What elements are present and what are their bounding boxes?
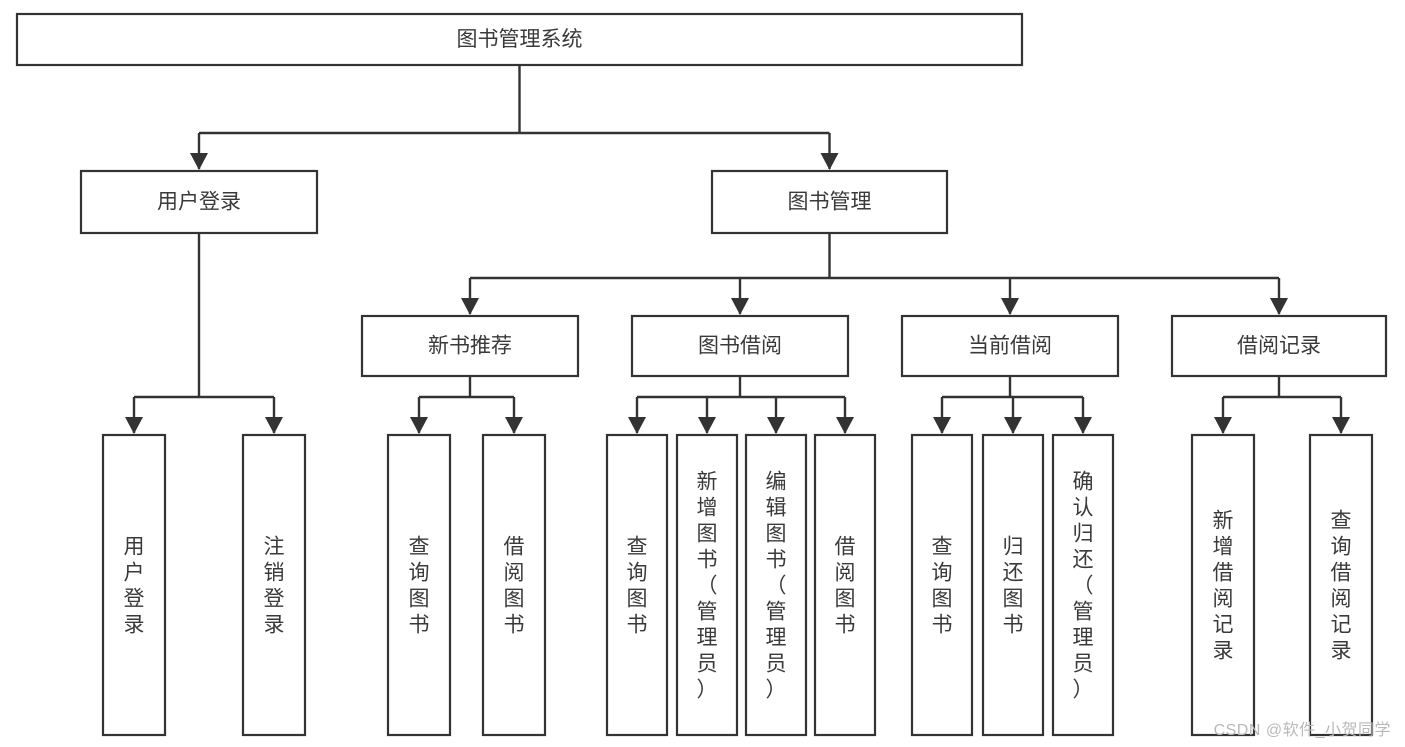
node-label-leaf-query-book-3: 查询图书 <box>932 535 953 636</box>
node-label-leaf-user-login: 用户登录 <box>124 535 145 636</box>
node-box-borrow-record <box>1170 314 1388 378</box>
node-leaf-add-book[interactable]: 新增图书（管理员） <box>675 433 739 737</box>
node-leaf-query-record[interactable]: 查询借阅记录 <box>1308 433 1374 737</box>
node-box-book-manage <box>710 169 949 235</box>
node-book-borrow[interactable]: 图书借阅 <box>630 314 850 378</box>
connector-layer <box>125 65 1350 434</box>
node-box-book-borrow <box>630 314 850 378</box>
node-box-leaf-logout <box>241 433 307 737</box>
node-label-book-manage: 图书管理 <box>788 191 872 214</box>
node-label-user-login: 用户登录 <box>157 191 241 214</box>
node-label-book-borrow: 图书借阅 <box>698 335 782 358</box>
node-box-leaf-add-record <box>1190 433 1256 737</box>
node-label-leaf-query-record: 查询借阅记录 <box>1331 509 1352 662</box>
node-label-current-borrow: 当前借阅 <box>968 335 1052 358</box>
node-label-leaf-borrow-book-1: 借阅图书 <box>504 535 525 636</box>
node-box-leaf-confirm-return <box>1051 433 1115 737</box>
node-layer: 图书管理系统用户登录图书管理新书推荐图书借阅当前借阅借阅记录用户登录注销登录查询… <box>15 12 1388 737</box>
node-leaf-edit-book[interactable]: 编辑图书（管理员） <box>744 433 808 737</box>
node-new-book-rec[interactable]: 新书推荐 <box>360 314 580 378</box>
node-label-leaf-query-book-1: 查询图书 <box>409 535 430 636</box>
node-label-leaf-query-book-2: 查询图书 <box>627 535 648 636</box>
node-box-leaf-query-book-2 <box>605 433 669 737</box>
node-leaf-return-book[interactable]: 归还图书 <box>981 433 1045 737</box>
node-label-leaf-edit-book: 编辑图书（管理员） <box>766 470 787 701</box>
node-box-leaf-add-book <box>675 433 739 737</box>
node-label-leaf-add-book: 新增图书（管理员） <box>697 470 718 701</box>
watermark-label: CSDN @软件_小贺同学 <box>1213 722 1391 739</box>
node-borrow-record[interactable]: 借阅记录 <box>1170 314 1388 378</box>
node-label-root: 图书管理系统 <box>457 28 583 51</box>
node-box-current-borrow <box>900 314 1120 378</box>
node-user-login[interactable]: 用户登录 <box>79 169 319 235</box>
node-box-root <box>15 12 1024 67</box>
node-leaf-query-book-3[interactable]: 查询图书 <box>910 433 974 737</box>
node-box-new-book-rec <box>360 314 580 378</box>
node-label-leaf-logout: 注销登录 <box>264 535 285 636</box>
node-leaf-query-book-1[interactable]: 查询图书 <box>386 433 452 737</box>
node-leaf-add-record[interactable]: 新增借阅记录 <box>1190 433 1256 737</box>
node-box-user-login <box>79 169 319 235</box>
node-leaf-borrow-book-1[interactable]: 借阅图书 <box>481 433 547 737</box>
node-label-new-book-rec: 新书推荐 <box>428 335 512 358</box>
node-leaf-borrow-book-2[interactable]: 借阅图书 <box>813 433 877 737</box>
node-label-leaf-borrow-book-2: 借阅图书 <box>835 535 856 636</box>
node-label-leaf-return-book: 归还图书 <box>1003 535 1024 636</box>
node-root[interactable]: 图书管理系统 <box>15 12 1024 67</box>
node-box-leaf-user-login <box>101 433 167 737</box>
node-current-borrow[interactable]: 当前借阅 <box>900 314 1120 378</box>
node-leaf-confirm-return[interactable]: 确认归还（管理员） <box>1051 433 1115 737</box>
node-box-leaf-query-book-1 <box>386 433 452 737</box>
node-box-leaf-query-record <box>1308 433 1374 737</box>
node-book-manage[interactable]: 图书管理 <box>710 169 949 235</box>
node-box-leaf-query-book-3 <box>910 433 974 737</box>
node-box-leaf-return-book <box>981 433 1045 737</box>
node-label-leaf-confirm-return: 确认归还（管理员） <box>1073 470 1094 701</box>
node-box-leaf-edit-book <box>744 433 808 737</box>
node-box-leaf-borrow-book-2 <box>813 433 877 737</box>
node-leaf-user-login[interactable]: 用户登录 <box>101 433 167 737</box>
node-leaf-query-book-2[interactable]: 查询图书 <box>605 433 669 737</box>
node-leaf-logout[interactable]: 注销登录 <box>241 433 307 737</box>
node-label-leaf-add-record: 新增借阅记录 <box>1213 509 1234 662</box>
node-box-leaf-borrow-book-1 <box>481 433 547 737</box>
node-label-borrow-record: 借阅记录 <box>1237 335 1321 358</box>
